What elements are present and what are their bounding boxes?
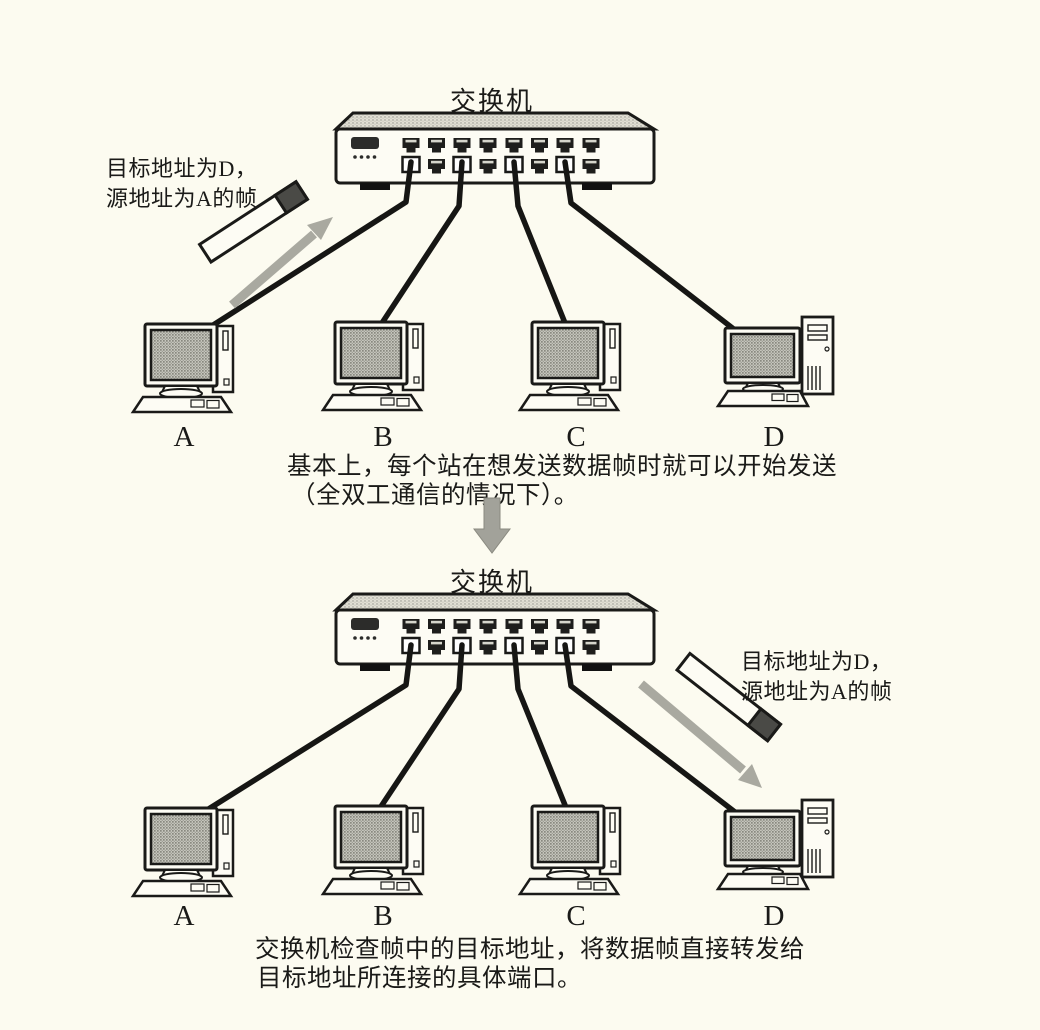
- data-frame-icon: [674, 651, 783, 743]
- computer-icon-a: [131, 806, 235, 898]
- switch-icon: [336, 594, 654, 671]
- frame-label-line1: 目标地址为D，: [741, 649, 892, 674]
- computer-icon-d: [716, 798, 835, 891]
- computer-icon-a: [131, 322, 235, 414]
- frame-label-line2: 源地址为A的帧: [741, 679, 892, 704]
- caption-line2: （全双工通信的情况下）。: [291, 481, 579, 509]
- computer-icon-d: [716, 315, 835, 408]
- cable-a: [204, 159, 414, 332]
- caption-line1: 交换机检查帧中的目标地址，将数据帧直接转发给: [255, 935, 805, 963]
- station-label-a: A: [174, 900, 195, 932]
- caption-line1: 基本上，每个站在想发送数据帧时就可以开始发送: [287, 452, 837, 480]
- computer-icon-b: [321, 320, 425, 412]
- station-label-d: D: [764, 421, 785, 453]
- station-label-d: D: [764, 900, 785, 932]
- station-label-b: B: [373, 421, 392, 453]
- computer-icon-c: [518, 320, 622, 412]
- cable-d: [562, 642, 738, 815]
- panel-bottom: 交换机 A B C D 目标地址为D， 源地址为A的帧 交换机检查帧中的目标地址…: [131, 568, 892, 992]
- cable-b: [377, 159, 465, 329]
- station-label-c: C: [566, 421, 585, 453]
- cable-b: [377, 642, 465, 811]
- caption-line2: 目标地址所连接的具体端口。: [257, 964, 582, 992]
- station-label-c: C: [566, 900, 585, 932]
- transmit-arrow-icon: [229, 217, 333, 309]
- frame-label-line1: 目标地址为D，: [106, 156, 257, 181]
- forward-arrow-icon: [638, 680, 762, 788]
- switch-label: 交换机: [450, 568, 534, 597]
- computer-icon-b: [321, 804, 425, 896]
- frame-label-line2: 源地址为A的帧: [106, 186, 257, 211]
- cable-c: [511, 642, 570, 813]
- sequence-down-arrow-icon: [473, 497, 511, 554]
- station-label-b: B: [373, 900, 392, 932]
- cable-d: [562, 159, 738, 333]
- cable-c: [511, 159, 570, 331]
- data-frame-icon: [197, 179, 310, 265]
- panel-top: 交换机 A B C D 目标地址为D， 源地址为A的帧 基本上，每个站在想发送数…: [106, 87, 837, 509]
- station-label-a: A: [174, 421, 195, 453]
- switch-label: 交换机: [450, 87, 534, 116]
- cable-a: [204, 642, 414, 813]
- switch-icon: [336, 113, 654, 190]
- computer-icon-c: [518, 804, 622, 896]
